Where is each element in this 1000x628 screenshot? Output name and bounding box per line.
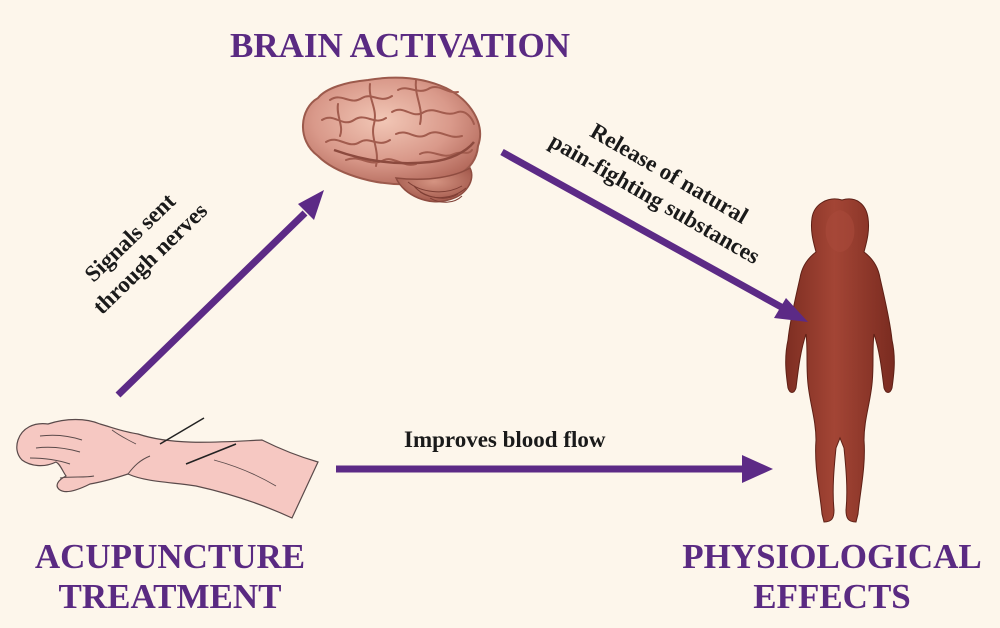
blood-flow-label: Improves blood flow [404, 427, 606, 452]
brain-icon [302, 76, 481, 203]
acupuncture-treatment-title: ACUPUNCTURE TREATMENT [10, 537, 330, 617]
acupuncture-label-line-2: TREATMENT [58, 577, 282, 616]
effects-label-line-1: PHYSIOLOGICAL [682, 537, 982, 576]
physiological-effects-title: PHYSIOLOGICAL EFFECTS [672, 537, 992, 617]
effects-label-line-2: EFFECTS [753, 577, 911, 616]
brain-activation-label: BRAIN ACTIVATION [229, 26, 571, 65]
arrow-blood-flow [336, 455, 773, 483]
blood-flow-edge-label: Improves blood flow [404, 425, 606, 454]
female-silhouette-icon [785, 198, 895, 523]
arrow-release [500, 148, 808, 322]
arrow-signals [115, 190, 324, 398]
brain-activation-title: BRAIN ACTIVATION [200, 26, 600, 66]
acupuncture-label-line-1: ACUPUNCTURE [34, 537, 306, 576]
forearm-icon [16, 417, 319, 519]
